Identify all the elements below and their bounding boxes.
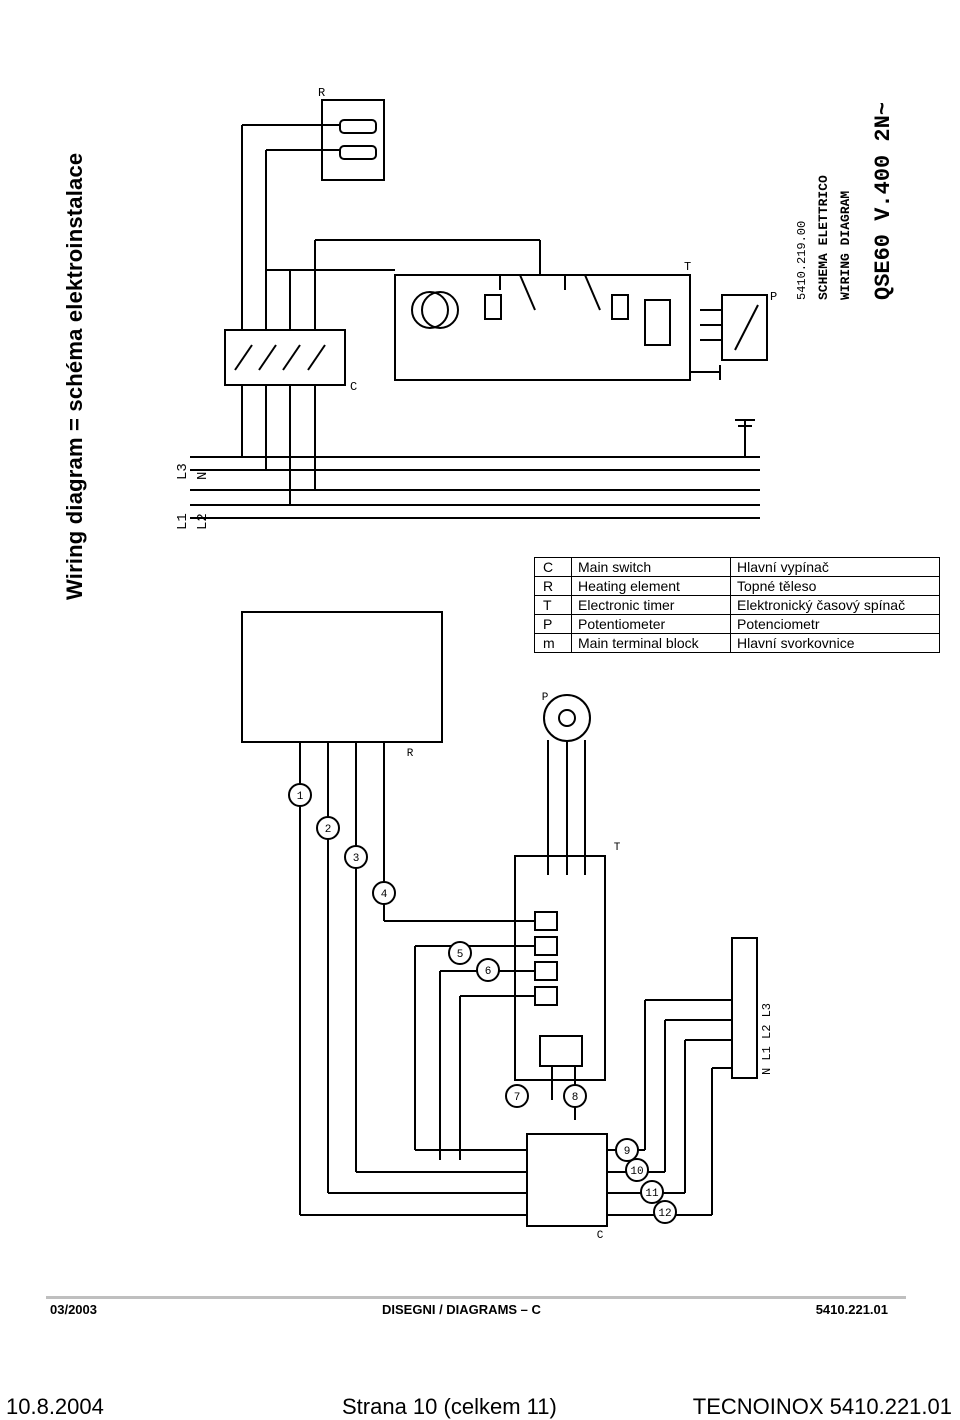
legend-code: T <box>534 595 572 615</box>
layout-label-t: T <box>614 842 621 854</box>
legend-row: C Main switch Hlavní vypínač <box>534 557 940 577</box>
wire-number: 2 <box>325 824 332 836</box>
legend-code: C <box>534 557 572 577</box>
wire-number: 1 <box>297 791 304 803</box>
title-block-wiring: WIRING DIAGRAM <box>838 191 853 300</box>
potentiometer-symbol-top <box>721 294 768 361</box>
legend-english: Electronic timer <box>571 595 731 615</box>
main-switch-layout <box>526 1133 608 1227</box>
page-footer-page: Strana 10 (celkem 11) <box>342 1394 557 1419</box>
layout-label-p: P <box>542 692 549 704</box>
wire-number: 3 <box>353 853 360 865</box>
supply-l1: L1 <box>175 513 191 530</box>
legend-row: P Potentiometer Potenciometr <box>534 614 940 634</box>
terminal-block-layout <box>731 937 758 1079</box>
wire-number: 8 <box>572 1092 579 1104</box>
schematic-label-r: R <box>318 86 325 100</box>
wire-number: 4 <box>381 889 388 901</box>
supply-l2: L2 <box>195 513 211 530</box>
legend-czech: Hlavní vypínač <box>730 557 940 577</box>
schematic-label-c: C <box>350 380 357 394</box>
legend-table: C Main switch Hlavní vypínač R Heating e… <box>534 557 940 653</box>
wire-number: 9 <box>624 1146 631 1158</box>
wire-number: 6 <box>485 966 492 978</box>
layout-label-r: R <box>407 748 414 760</box>
doc-footer-title: DISEGNI / DIAGRAMS – C <box>382 1302 541 1317</box>
supply-labels: L1 L2 L3 N <box>175 463 211 530</box>
legend-czech: Hlavní svorkovnice <box>730 633 940 653</box>
page-footer: 10.8.2004 Strana 10 (celkem 11) TECNOINO… <box>0 1388 960 1420</box>
legend-row: m Main terminal block Hlavní svorkovnice <box>534 633 940 653</box>
legend-english: Main switch <box>571 557 731 577</box>
wire-number: 11 <box>645 1188 659 1200</box>
legend-row: T Electronic timer Elektronický časový s… <box>534 595 940 615</box>
schematic-label-t: T <box>684 260 691 274</box>
title-block-number: 5410.219.00 <box>795 221 809 300</box>
schematic-label-p: P <box>770 290 777 304</box>
page-footer-date: 10.8.2004 <box>6 1394 104 1419</box>
title-block-schema: SCHEMA ELETTRICO <box>816 175 831 300</box>
legend-code: P <box>534 614 572 634</box>
terminal-block-label: N L1 L2 L3 <box>760 1003 774 1075</box>
doc-footer-date: 03/2003 <box>50 1302 97 1317</box>
main-switch-symbol-top <box>224 329 346 386</box>
legend-english: Potentiometer <box>571 614 731 634</box>
schematic-title-block: 5410.219.00 SCHEMA ELETTRICO WIRING DIAG… <box>795 102 896 300</box>
page-footer-doc: TECNOINOX 5410.221.01 <box>692 1394 952 1419</box>
supply-l3: L3 <box>175 463 191 480</box>
heater-box-layout <box>241 611 443 743</box>
wiring-drawing: R T P C 5410.219.00 SCHEMA ELETTRICO WIR… <box>46 86 906 1299</box>
layout-label-c: C <box>597 1230 604 1242</box>
title-block-model: QSE60 V.400 2N~ <box>871 102 896 300</box>
heater-symbol-top <box>321 99 385 181</box>
wire-number: 5 <box>457 949 464 961</box>
timer-symbol-top <box>394 274 691 381</box>
supply-n: N <box>195 472 211 480</box>
legend-czech: Potenciometr <box>730 614 940 634</box>
legend-row: R Heating element Topné těleso <box>534 576 940 596</box>
legend-code: R <box>534 576 572 596</box>
legend-czech: Topné těleso <box>730 576 940 596</box>
wire-number: 7 <box>514 1092 521 1104</box>
wire-number: 10 <box>630 1166 643 1178</box>
doc-footer-code: 5410.221.01 <box>815 1302 888 1317</box>
legend-czech: Elektronický časový spínač <box>730 595 940 615</box>
timer-box-layout <box>514 855 606 1081</box>
legend-english: Heating element <box>571 576 731 596</box>
wire-number: 12 <box>658 1208 671 1220</box>
legend-english: Main terminal block <box>571 633 731 653</box>
potentiometer-layout <box>543 694 591 742</box>
legend-code: m <box>534 633 572 653</box>
